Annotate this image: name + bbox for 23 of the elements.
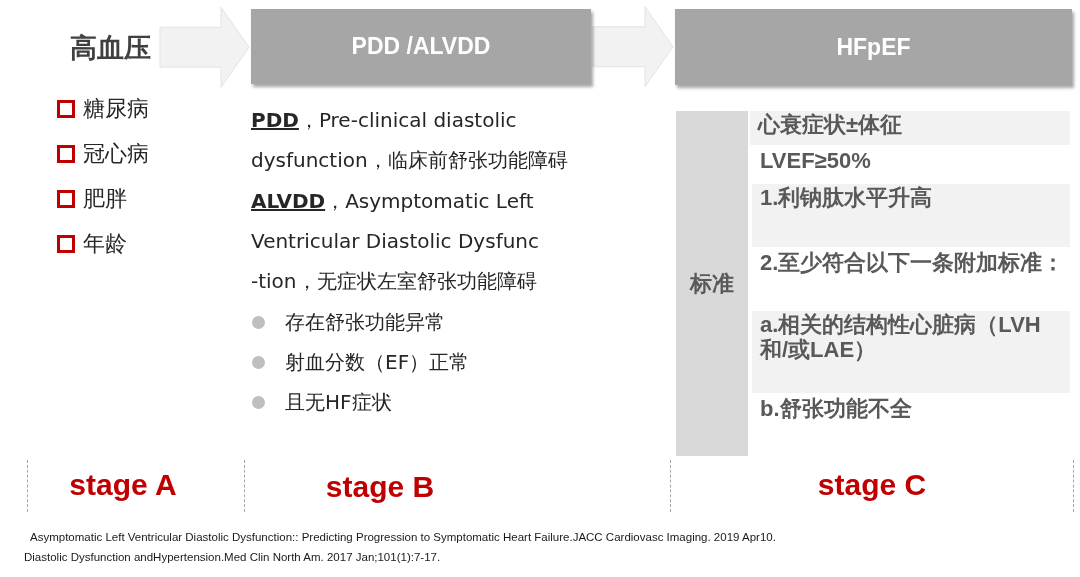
stage-label: stage B: [325, 469, 435, 505]
risk-factor-text: 肥胖: [83, 185, 127, 213]
heading-text: 高血压: [62, 26, 158, 70]
definition-text: PDD，Pre-clinical diastolic dysfunction，临床前舒张功能障碍: [251, 107, 569, 174]
criteria-row: a.相关的结构性心脏病（LVH和/或LAE）: [752, 311, 1070, 393]
criteria-label-cell: 标准: [676, 111, 748, 456]
criteria-row: 心衰症状±体征: [750, 111, 1070, 145]
definition-text: ALVDD，Asymptomatic Left Ventricular Diastolic Dysfunc -tion，无症状左室舒张功能障碍: [251, 188, 541, 295]
risk-factor-text: 年龄: [83, 230, 127, 258]
block-arrow: [592, 6, 674, 88]
reference-text: Asymptomatic Left Ventricular Diastolic Dysfunction:: Predicting Progression to Symptomatic Heart Failure.JACC Cardiovasc Imaging. 2019 Apr10.: [30, 530, 776, 545]
stage-label: stage C: [817, 467, 927, 503]
bullet-text: 且无HF症状: [285, 389, 392, 416]
block-arrow: [159, 6, 250, 88]
criteria-row: 1.利钠肽水平升高: [752, 184, 1070, 247]
stage-header-box: HFpEF: [675, 9, 1072, 85]
stage-label: stage A: [69, 467, 177, 503]
bullet-text: 存在舒张功能异常: [285, 309, 445, 336]
risk-factor-text: 糖尿病: [83, 95, 149, 123]
bullet-text: 射血分数（EF）正常: [285, 349, 470, 376]
stage-header-box: PDD /ALVDD: [251, 9, 591, 84]
risk-factor-text: 冠心病: [83, 140, 149, 168]
reference-text: Diastolic Dysfunction andHypertension.Med Clin North Am. 2017 Jan;101(1):7-17.: [24, 550, 441, 565]
